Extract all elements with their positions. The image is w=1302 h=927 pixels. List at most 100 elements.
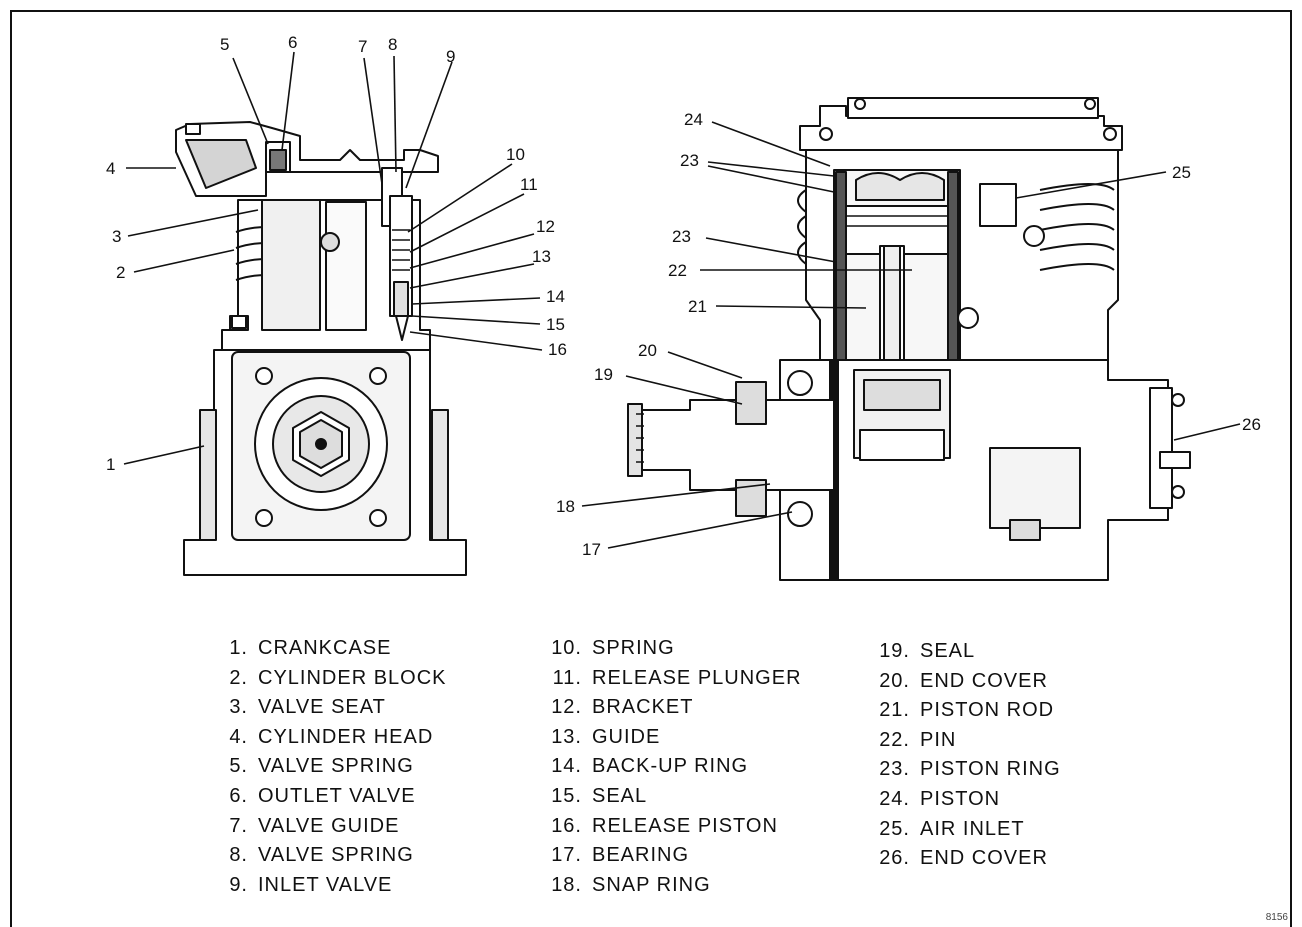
callout-21: 21 <box>688 297 707 316</box>
legend-item: 23.PISTON RING <box>876 755 1061 785</box>
callout-15: 15 <box>546 315 565 334</box>
legend-item: 8.VALVE SPRING <box>214 841 447 871</box>
callout-12: 12 <box>536 217 555 236</box>
legend-item: 20. END COVER <box>876 667 1061 697</box>
legend-item: 17. BEARING <box>548 841 802 871</box>
legend-item-number: 9. <box>229 873 248 896</box>
legend-item-label: END COVER <box>920 669 1048 692</box>
legend-item-number: 3. <box>229 696 248 719</box>
legend-item-label: SEAL <box>592 784 648 807</box>
legend-item-number: 14. <box>551 755 582 778</box>
callout-11: 11 <box>520 175 538 194</box>
legend-item-label: BEARING <box>592 844 690 867</box>
callout-16: 16 <box>548 340 567 359</box>
legend-item-number: 8. <box>229 844 248 867</box>
callout-24: 24 <box>684 110 703 129</box>
legend-column-1: 1. CRANKCASE 2. CYLINDER BLOCK 3. VALVE SEAT 4… <box>214 634 447 900</box>
legend-item-label: INLET VALVE <box>258 873 393 896</box>
callout-23-a: 23 <box>680 151 699 170</box>
figure-reference-number: 8156 <box>1265 912 1288 923</box>
legend-item-number: 6. <box>229 784 248 807</box>
legend-item-label: VALVE SPRING <box>258 755 414 778</box>
legend-item-label: PISTON <box>920 787 1001 810</box>
legend-item-label: GUIDE <box>592 725 661 748</box>
legend-item-number: 5. <box>229 755 248 778</box>
callout-9: 9 <box>446 47 455 66</box>
legend-item-number: 24. <box>879 787 910 810</box>
callout-4: 4 <box>106 159 115 178</box>
legend-item-label: OUTLET VALVE <box>258 784 416 807</box>
legend-item-label: BRACKET <box>592 696 694 719</box>
callout-5: 5 <box>220 35 229 54</box>
legend-item: 4.CYLINDER HEAD <box>214 723 447 753</box>
legend-item-number: 2. <box>229 666 248 689</box>
legend-item: 6. OUTLET VALVE <box>214 782 447 812</box>
callout-14: 14 <box>546 287 565 306</box>
legend-item: 5. VALVE SPRING <box>214 752 447 782</box>
legend-item: 1. CRANKCASE <box>214 634 447 664</box>
callout-10: 10 <box>506 145 525 164</box>
legend-item-number: 10. <box>551 637 582 659</box>
callout-17: 17 <box>582 540 601 559</box>
legend-item-label: VALVE GUIDE <box>258 814 400 837</box>
legend-item: 16. RELEASE PISTON <box>548 812 802 842</box>
legend-item: 2. CYLINDER BLOCK <box>214 664 447 694</box>
legend-item-label: END COVER <box>920 847 1048 870</box>
legend-item-label: BACK-UP RING <box>592 755 749 778</box>
legend-item: 14. BACK-UP RING <box>548 752 802 782</box>
figure-frame <box>10 10 1292 927</box>
legend-item-number: 15. <box>551 784 582 807</box>
callout-20: 20 <box>638 341 657 360</box>
legend-item: 26. END COVER <box>876 844 1061 874</box>
legend-item: 18. SNAP RING <box>548 871 802 901</box>
legend-item-number: 20. <box>879 669 910 692</box>
legend-item-number: 26. <box>879 847 910 870</box>
legend-item-number: 22. <box>879 728 910 751</box>
legend-item-label: CRANKCASE <box>258 637 392 659</box>
legend-item: 3. VALVE SEAT <box>214 693 447 723</box>
callout-25: 25 <box>1172 163 1191 182</box>
legend-item: 19. SEAL <box>876 637 1061 667</box>
legend-item-label: SEAL <box>920 640 976 662</box>
legend-item: 12. BRACKET <box>548 693 802 723</box>
callout-13: 13 <box>532 247 551 266</box>
legend-item-number: 19. <box>879 640 910 662</box>
callout-19: 19 <box>594 365 613 384</box>
legend-item-number: 12. <box>551 696 582 719</box>
legend-item-label: CYLINDER BLOCK <box>258 666 447 689</box>
legend-item-label: VALVE SEAT <box>258 696 386 719</box>
legend-item-number: 7. <box>229 814 248 837</box>
legend-item-number: 16. <box>551 814 582 837</box>
callout-3: 3 <box>112 227 121 246</box>
legend-item-number: 25. <box>879 817 910 840</box>
legend-item: 22. PIN <box>876 726 1061 756</box>
callout-22: 22 <box>668 261 687 280</box>
legend-item-label: CYLINDER HEAD <box>258 725 434 748</box>
legend-item-label: SPRING <box>592 637 675 659</box>
legend-item: 21.PISTON ROD <box>876 696 1061 726</box>
legend-item-number: 17. <box>551 844 582 867</box>
leader-lines <box>123 51 1241 549</box>
callout-7: 7 <box>358 37 367 56</box>
front-view-compressor <box>175 121 467 576</box>
legend-item-label: PIN <box>920 728 957 751</box>
legend-item: 10. SPRING <box>548 634 802 664</box>
legend-item-number: 18. <box>551 873 582 896</box>
legend-item-label: RELEASE PISTON <box>592 814 778 837</box>
callout-numbers: 1 2 3 4 5 6 7 8 9 10 11 12 13 14 15 16 1… <box>106 33 1261 559</box>
legend-item-label: SNAP RING <box>592 873 711 896</box>
legend-item: 11.RELEASE PLUNGER <box>548 664 802 694</box>
legend-item-label: PISTON ROD <box>920 699 1055 722</box>
callout-8: 8 <box>388 35 397 54</box>
legend-item-number: 1. <box>229 637 248 659</box>
legend-item-number: 13. <box>551 725 582 748</box>
legend-item: 15. SEAL <box>548 782 802 812</box>
legend-item-label: PISTON RING <box>920 758 1061 781</box>
legend-item: 7. VALVE GUIDE <box>214 812 447 842</box>
legend-item: 24. PISTON <box>876 785 1061 815</box>
legend-item: 25.AIR INLET <box>876 815 1061 845</box>
callout-18: 18 <box>556 497 575 516</box>
